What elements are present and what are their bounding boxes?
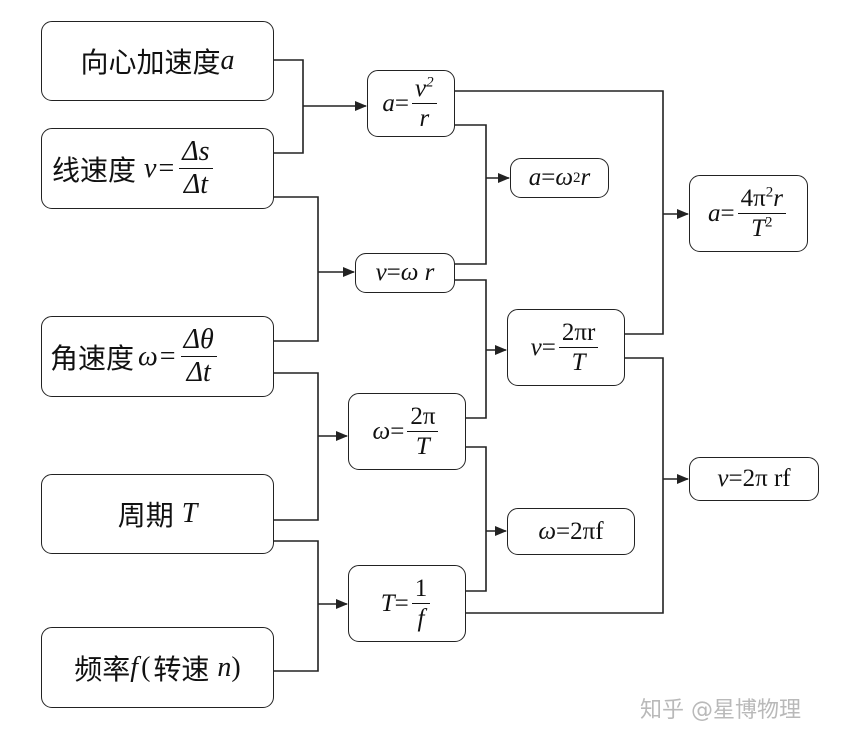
connector-period-frequency	[274, 540, 319, 672]
rotation-speed-symbol: n	[217, 651, 232, 683]
formula-a-4pi2r-t2-num-b: r	[773, 185, 783, 212]
formula-a-v2-over-r: a=v2 r	[367, 70, 455, 137]
formula-w-2pi-t-den: T	[415, 433, 430, 460]
frequency-paren-open: (	[141, 651, 151, 683]
formula-w-2pif-eq: =	[556, 517, 571, 545]
formula-a-v2-r-lhs: a	[382, 89, 395, 117]
formula-a-w2r-eq: =	[541, 164, 556, 191]
formula-a-v2-r-num: v	[415, 75, 427, 102]
centripetal-label: 向心加速度	[80, 46, 221, 79]
linear-speed-label: 线速度	[52, 153, 137, 187]
connector-centripetal-linear	[274, 59, 304, 154]
connector-a-v-to-a-t	[455, 90, 664, 335]
formula-v-2pirf: v=2π rf	[689, 457, 819, 501]
formula-v-2pirf-rhs: 2π rf	[742, 465, 791, 492]
linear-speed-lhs: v	[144, 152, 157, 184]
formula-v-wr-eq: =	[386, 259, 401, 286]
linear-speed-denominator: Δt	[183, 169, 209, 200]
formula-a-w2r-rhs: ω	[555, 164, 574, 191]
formula-t-1-f-eq: =	[394, 589, 409, 617]
connector-v-t-to-v-f	[466, 357, 664, 614]
formula-v-wr-rhs: ω r	[400, 259, 435, 286]
formula-a-v2-r-den: r	[419, 105, 430, 132]
linear-speed-numerator: Δs	[179, 136, 213, 169]
formula-v-2pir-t-eq: =	[541, 333, 556, 361]
formula-a-w2r-lhs: a	[528, 164, 542, 191]
formula-a-4pi2r-t2-eq: =	[720, 199, 735, 227]
connector-v-w-to-v-t	[455, 279, 487, 419]
connector-w-t-to-w-f	[466, 446, 487, 592]
formula-a-4pi2r-t2-den-sup: 2	[765, 214, 773, 231]
formula-a-4pi2r-t2-lhs: a	[708, 199, 721, 227]
angular-speed-label: 角速度	[50, 341, 135, 375]
formula-a-v2-r-eq: =	[394, 89, 409, 117]
centripetal-symbol: a	[220, 45, 235, 76]
period-label: 周期	[117, 499, 174, 532]
connector-linear-angular	[274, 196, 319, 342]
formula-a-4pi2r-t2-num-sup: 2	[765, 184, 774, 201]
angular-speed-lhs: ω	[138, 340, 158, 372]
formula-v-wr: v=ω r	[355, 253, 455, 293]
formula-w-2pi-t-eq: =	[390, 417, 405, 445]
connector-a-v-to-a-w	[455, 124, 487, 265]
formula-v-2pirf-eq: =	[728, 465, 743, 492]
formula-w-2pif-rhs: 2πf	[570, 517, 604, 545]
frequency-symbol: f	[130, 651, 139, 683]
formula-a-w2r-tail: r	[580, 164, 591, 191]
frequency-label: 频率	[74, 652, 131, 686]
formula-w-2pi-t-lhs: ω	[372, 417, 391, 445]
frequency-paren-close: )	[231, 651, 241, 683]
formula-v-2pirf-lhs: v	[717, 465, 729, 492]
formula-v-2pir-t-num: 2πr	[558, 319, 599, 348]
period-symbol: T	[181, 498, 198, 529]
formula-v-2pir-t-den: T	[571, 349, 586, 376]
formula-a-4pi2r-t2-num-a: 4π	[740, 185, 766, 212]
formula-a-4pi2r-t2-den: T	[751, 215, 765, 242]
formula-v-2pir-t-lhs: v	[530, 333, 542, 361]
angular-speed-eq: =	[159, 340, 176, 372]
watermark: 知乎 @星博物理	[640, 698, 801, 723]
formula-w-2pi-t-num: 2π	[407, 403, 439, 432]
formula-t-1-f-lhs: T	[380, 589, 395, 617]
connector-angular-period	[274, 372, 319, 521]
angular-speed-denominator: Δt	[186, 357, 211, 388]
formula-a-v2-r-num-sup: 2	[426, 74, 434, 91]
linear-speed-eq: =	[158, 152, 175, 184]
formula-v-wr-lhs: v	[375, 259, 387, 286]
angular-speed-numerator: Δθ	[180, 324, 217, 357]
formula-w-2pif: ω=2πf	[507, 508, 635, 555]
formula-w-2pif-lhs: ω	[538, 517, 557, 545]
rotation-speed-label: 转速	[153, 652, 210, 686]
formula-t-1-f-num: 1	[411, 575, 431, 604]
formula-t-1-f-den: f	[417, 605, 425, 632]
